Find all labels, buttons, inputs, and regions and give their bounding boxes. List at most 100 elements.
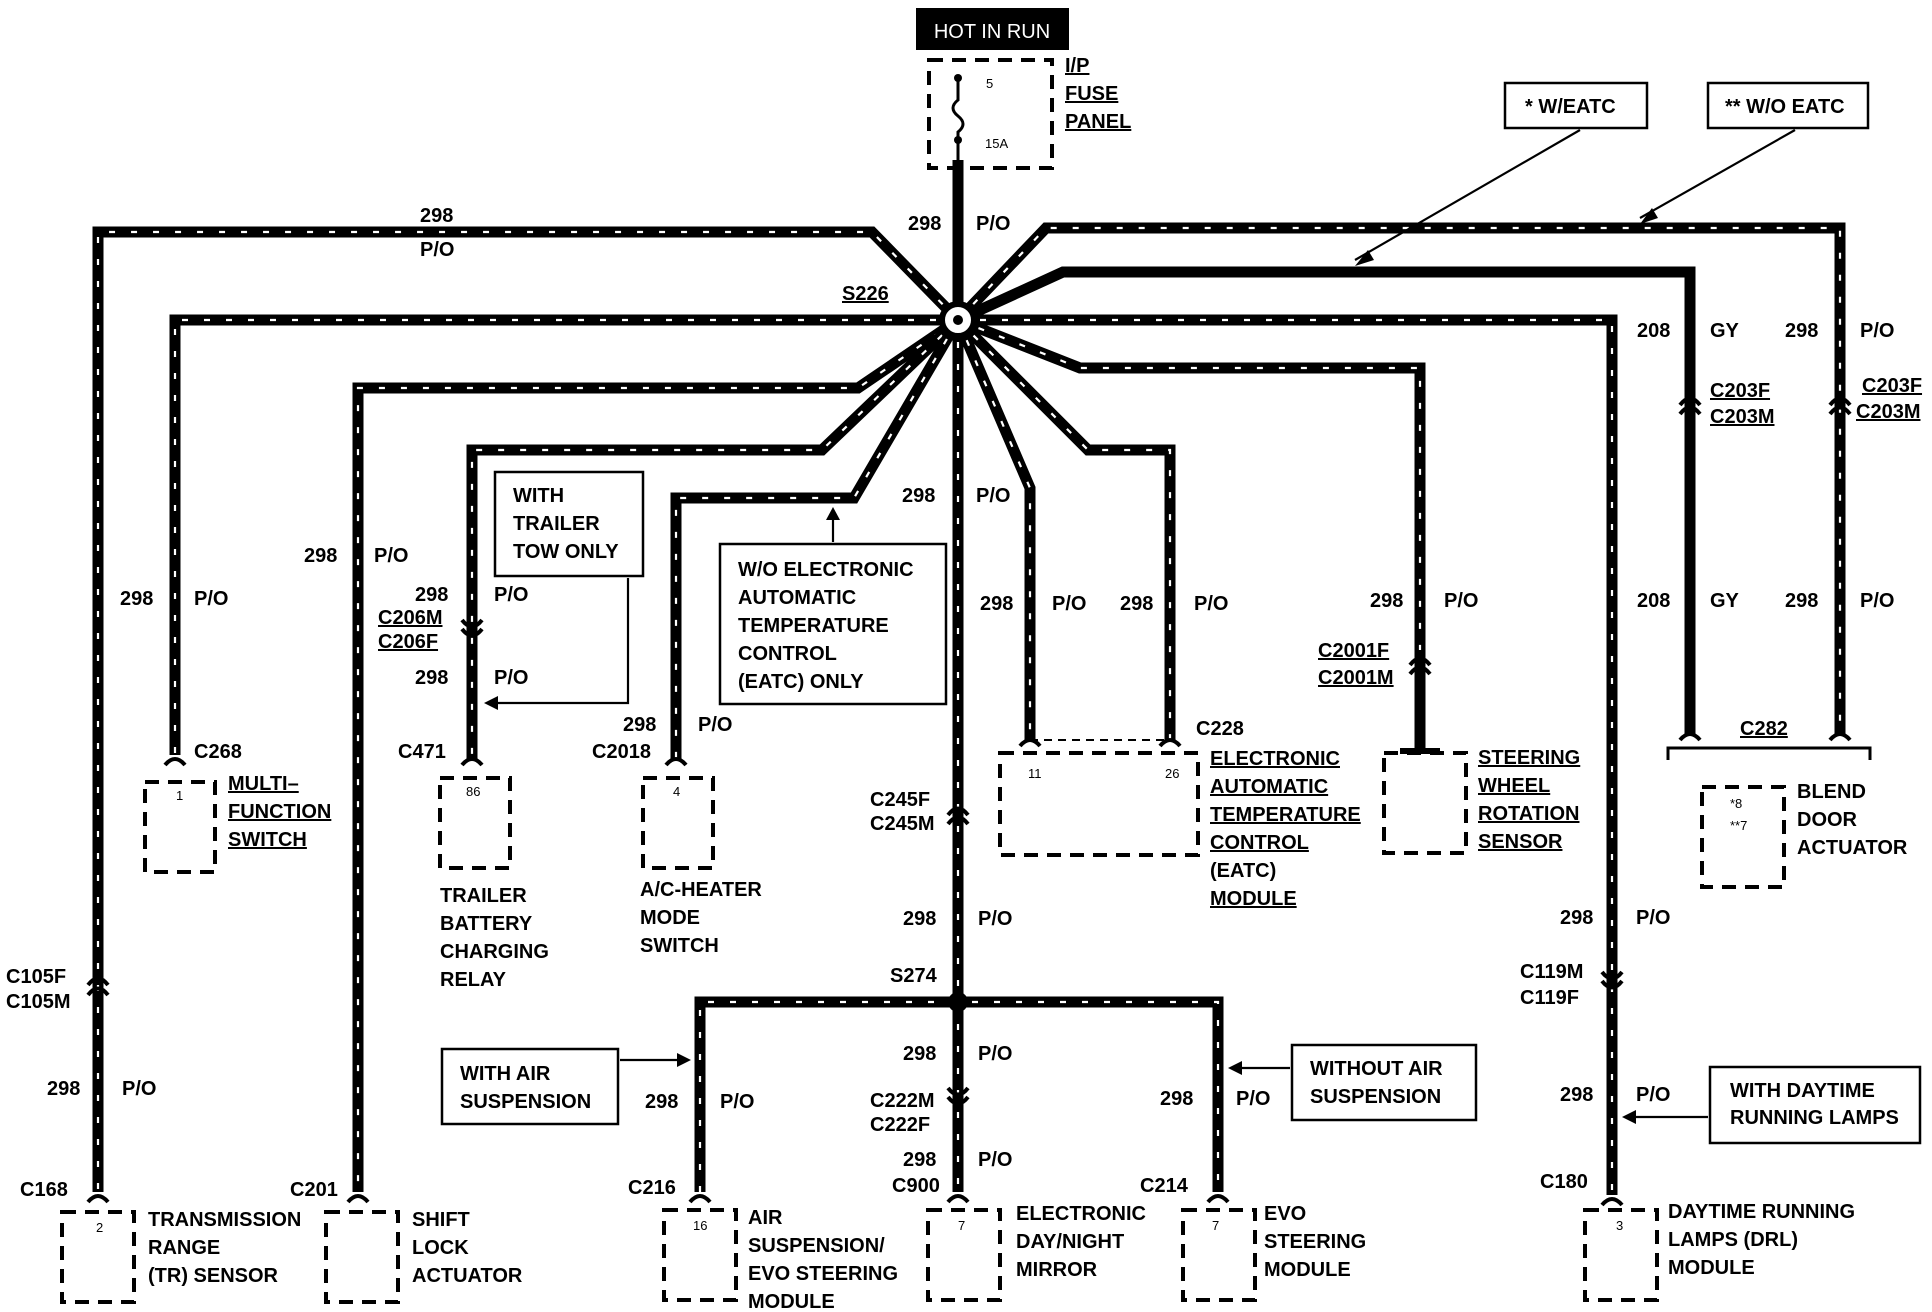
- svg-text:298: 298: [1370, 590, 1403, 612]
- svg-text:EVO: EVO: [1264, 1203, 1306, 1225]
- hot-in-run-box: [916, 8, 1069, 50]
- svg-text:ACTUATOR: ACTUATOR: [1797, 837, 1908, 859]
- wire-shift-lock: [352, 315, 962, 1192]
- svg-text:C900: C900: [892, 1175, 940, 1197]
- svg-text:P/O: P/O: [1052, 593, 1086, 615]
- svg-text:C203F: C203F: [1710, 380, 1770, 402]
- svg-text:C222M: C222M: [870, 1090, 934, 1112]
- svg-text:MODULE: MODULE: [748, 1291, 835, 1312]
- svg-text:STEERING: STEERING: [1264, 1231, 1366, 1253]
- svg-text:TEMPERATURE: TEMPERATURE: [1210, 804, 1361, 826]
- component-tr-sensor: 2 TRANSMISSION RANGE (TR) SENSOR: [60, 1209, 301, 1304]
- svg-text:TEMPERATURE: TEMPERATURE: [738, 615, 889, 637]
- svg-text:C2001M: C2001M: [1318, 667, 1394, 689]
- svg-text:P/O: P/O: [978, 1043, 1012, 1065]
- legend-arrow-2: [1639, 129, 1796, 219]
- svg-text:P/O: P/O: [978, 908, 1012, 930]
- svg-text:16: 16: [693, 1218, 707, 1233]
- svg-text:C228: C228: [1196, 718, 1244, 740]
- svg-text:MODE: MODE: [640, 907, 700, 929]
- splice-s226: [939, 301, 977, 339]
- note-with-air: WITH AIR SUSPENSION: [440, 1047, 691, 1126]
- svg-text:P/O: P/O: [122, 1078, 156, 1100]
- component-day-night-mirror: 7 ELECTRONIC DAY/NIGHT MIRROR: [926, 1203, 1146, 1302]
- note-trailer-tow: WITH TRAILER TOW ONLY: [484, 470, 645, 710]
- svg-text:C245F: C245F: [870, 789, 930, 811]
- svg-text:C201: C201: [290, 1179, 338, 1201]
- svg-text:P/O: P/O: [494, 584, 528, 606]
- hot-in-run-label: HOT IN RUN: [934, 21, 1050, 43]
- component-trailer-relay: 86 TRAILER BATTERY CHARGING RELAY: [438, 776, 549, 991]
- svg-text:SHIFT: SHIFT: [412, 1209, 470, 1231]
- svg-text:TOW ONLY: TOW ONLY: [513, 541, 619, 563]
- svg-text:C119M: C119M: [1520, 961, 1583, 983]
- svg-text:298: 298: [304, 545, 337, 567]
- svg-text:C216: C216: [628, 1177, 676, 1199]
- svg-text:C168: C168: [20, 1179, 68, 1201]
- svg-text:P/O: P/O: [1194, 593, 1228, 615]
- svg-text:MULTI–: MULTI–: [228, 773, 299, 795]
- svg-text:C268: C268: [194, 741, 242, 763]
- svg-text:DOOR: DOOR: [1797, 809, 1858, 831]
- svg-text:RELAY: RELAY: [440, 969, 507, 991]
- fuse-number: 5: [986, 76, 993, 91]
- svg-text:EVO STEERING: EVO STEERING: [748, 1263, 898, 1285]
- svg-text:P/O: P/O: [1236, 1088, 1270, 1110]
- legend-w-eatc: * W/EATC: [1525, 96, 1616, 118]
- svg-text:P/O: P/O: [976, 485, 1010, 507]
- svg-text:P/O: P/O: [1860, 320, 1894, 342]
- svg-text:C206F: C206F: [378, 631, 438, 653]
- svg-text:MODULE: MODULE: [1668, 1257, 1755, 1279]
- svg-text:298: 298: [1785, 320, 1818, 342]
- svg-text:C245M: C245M: [870, 813, 934, 835]
- svg-text:SENSOR: SENSOR: [1478, 831, 1563, 853]
- fuse-icon: [951, 75, 965, 160]
- svg-text:C203F: C203F: [1862, 375, 1922, 397]
- svg-text:TRANSMISSION: TRANSMISSION: [148, 1209, 301, 1231]
- svg-text:C282: C282: [1740, 718, 1788, 740]
- svg-text:298: 298: [902, 485, 935, 507]
- legend-w-eatc-box: [1503, 81, 1649, 130]
- fuse-panel-label-3: PANEL: [1065, 111, 1131, 133]
- splice-s274-label: S274: [890, 965, 938, 987]
- svg-text:DAY/NIGHT: DAY/NIGHT: [1016, 1231, 1124, 1253]
- connector-labels: C268 C206M C206F C471 C2018 C228 C2001F …: [6, 375, 1922, 1201]
- svg-text:RUNNING LAMPS: RUNNING LAMPS: [1730, 1107, 1899, 1129]
- svg-text:P/O: P/O: [976, 213, 1010, 235]
- component-blend-door: *8 **7 BLEND DOOR ACTUATOR: [1700, 781, 1908, 889]
- svg-text:C222F: C222F: [870, 1114, 930, 1136]
- svg-text:298: 298: [1160, 1088, 1193, 1110]
- wire-blend-gy: [955, 266, 1696, 735]
- svg-text:CONTROL: CONTROL: [738, 643, 837, 665]
- svg-text:P/O: P/O: [978, 1149, 1012, 1171]
- component-evo-module: 7 EVO STEERING MODULE: [1181, 1203, 1366, 1302]
- svg-text:STEERING: STEERING: [1478, 747, 1580, 769]
- svg-text:4: 4: [673, 784, 680, 799]
- svg-text:298: 298: [120, 588, 153, 610]
- svg-text:C2001F: C2001F: [1318, 640, 1389, 662]
- fuse-panel-label-2: FUSE: [1065, 83, 1118, 105]
- svg-text:P/O: P/O: [494, 667, 528, 689]
- svg-text:TRAILER: TRAILER: [440, 885, 527, 907]
- splice-s274: [948, 992, 968, 1012]
- svg-text:C105F: C105F: [6, 966, 66, 988]
- svg-text:LOCK: LOCK: [412, 1237, 469, 1259]
- connector-chevrons: [86, 396, 1852, 1207]
- svg-text:P/O: P/O: [1444, 590, 1478, 612]
- svg-text:P/O: P/O: [374, 545, 408, 567]
- wire-ac-heater: [670, 317, 963, 760]
- svg-text:SWITCH: SWITCH: [228, 829, 307, 851]
- svg-text:C206M: C206M: [378, 607, 442, 629]
- svg-text:SUSPENSION: SUSPENSION: [460, 1091, 591, 1113]
- svg-text:C119F: C119F: [1520, 987, 1579, 1009]
- component-shift-lock: SHIFT LOCK ACTUATOR: [324, 1209, 523, 1304]
- svg-text:7: 7: [1212, 1218, 1219, 1233]
- svg-text:BATTERY: BATTERY: [440, 913, 533, 935]
- svg-text:C180: C180: [1540, 1171, 1588, 1193]
- svg-text:298: 298: [903, 1149, 936, 1171]
- svg-text:(EATC): (EATC): [1210, 860, 1276, 882]
- fuse-rating: 15A: [985, 136, 1008, 151]
- wire-trailer-relay: [466, 316, 962, 760]
- svg-text:2: 2: [96, 1220, 103, 1235]
